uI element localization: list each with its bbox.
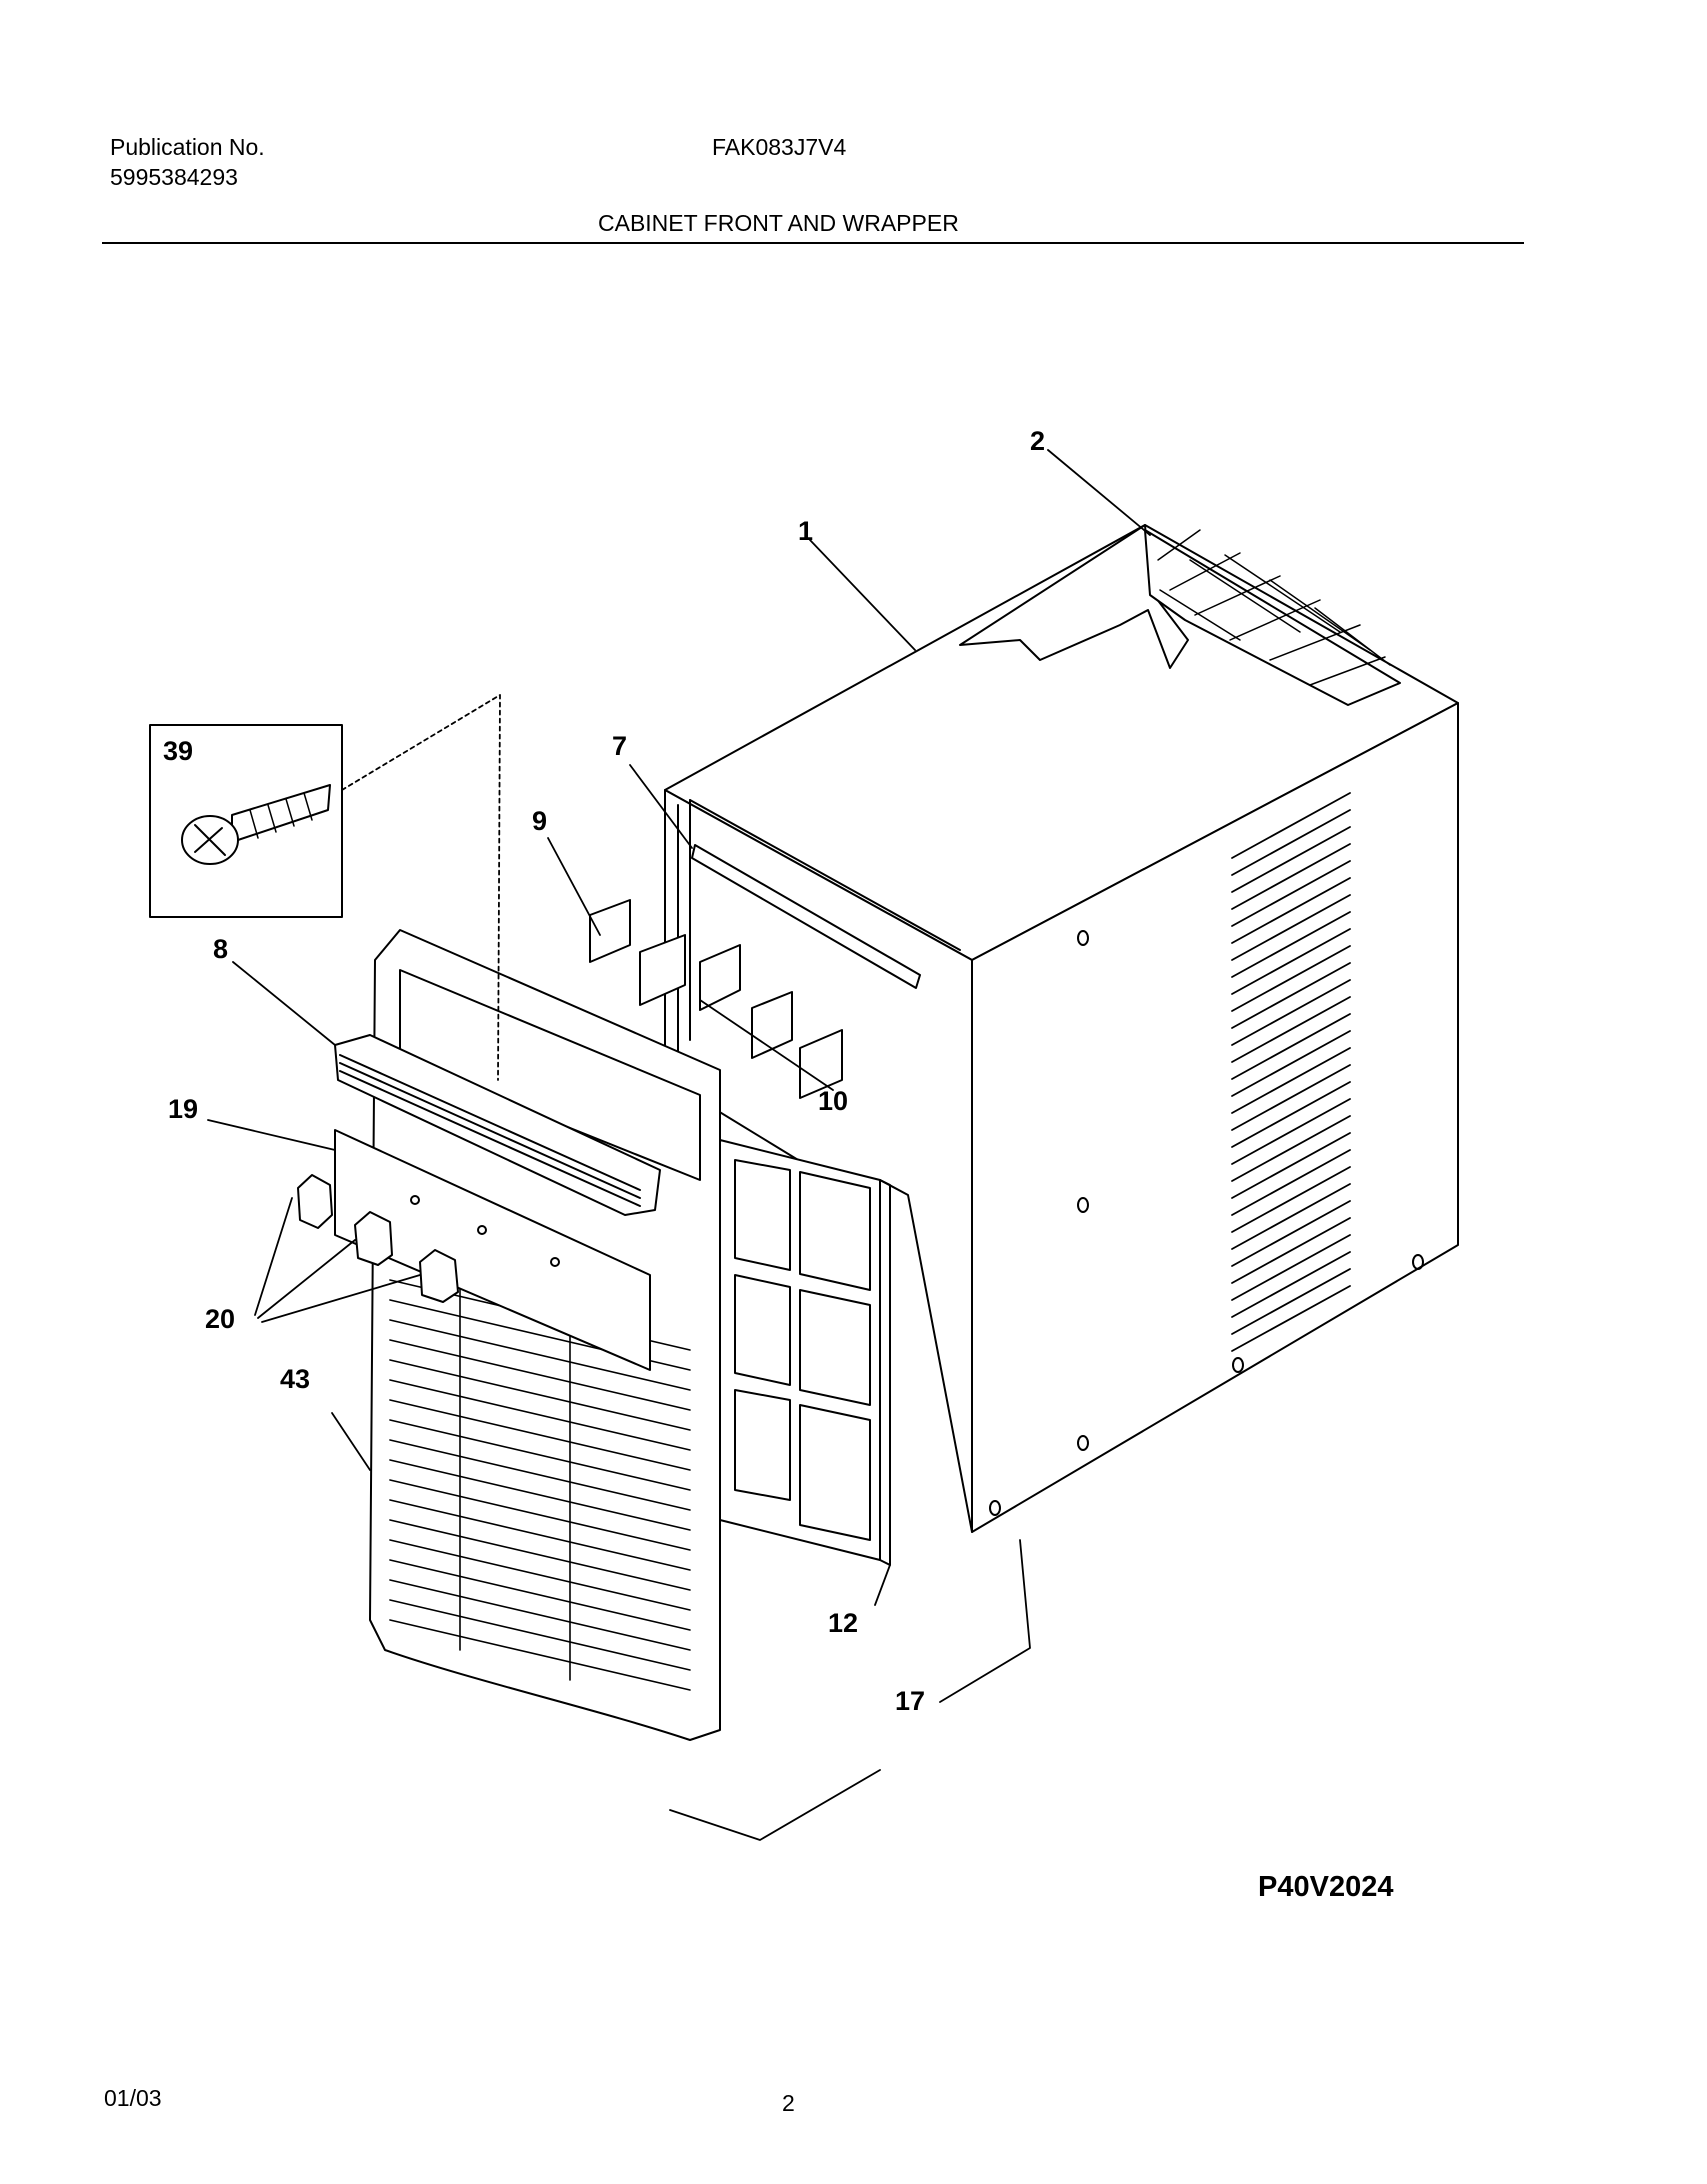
header-rule [102,242,1524,244]
louver-assembly [334,1034,661,1216]
callout-10: 10 [818,1086,848,1116]
callout-20: 20 [205,1304,235,1334]
section-title: CABINET FRONT AND WRAPPER [598,210,959,236]
page-number: 2 [782,2090,795,2116]
footer-date: 01/03 [104,2085,162,2111]
model-number: FAK083J7V4 [712,134,847,160]
control-knobs [297,1174,459,1303]
publication-number: 5995384293 [110,164,238,190]
insulation-pad [1144,529,1401,706]
callout-8: 8 [213,934,228,964]
callout-17: 17 [895,1686,925,1716]
leader-lines [207,449,1151,1841]
screw-inset [149,724,343,918]
diagram-id: P40V2024 [1258,1871,1394,1903]
front-rail [691,844,921,989]
front-grille [369,929,721,1741]
callout-43: 43 [280,1364,310,1394]
callout-7: 7 [612,731,627,761]
filter-clips [589,899,843,1099]
callout-39: 39 [163,736,193,766]
control-panel [334,1129,651,1371]
callout-12: 12 [828,1608,858,1638]
callout-19: 19 [168,1094,198,1124]
publication-label: Publication No. [110,134,265,160]
air-filter [719,1139,891,1566]
callout-1: 1 [798,516,813,546]
callout-9: 9 [532,806,547,836]
callout-2: 2 [1030,426,1045,456]
